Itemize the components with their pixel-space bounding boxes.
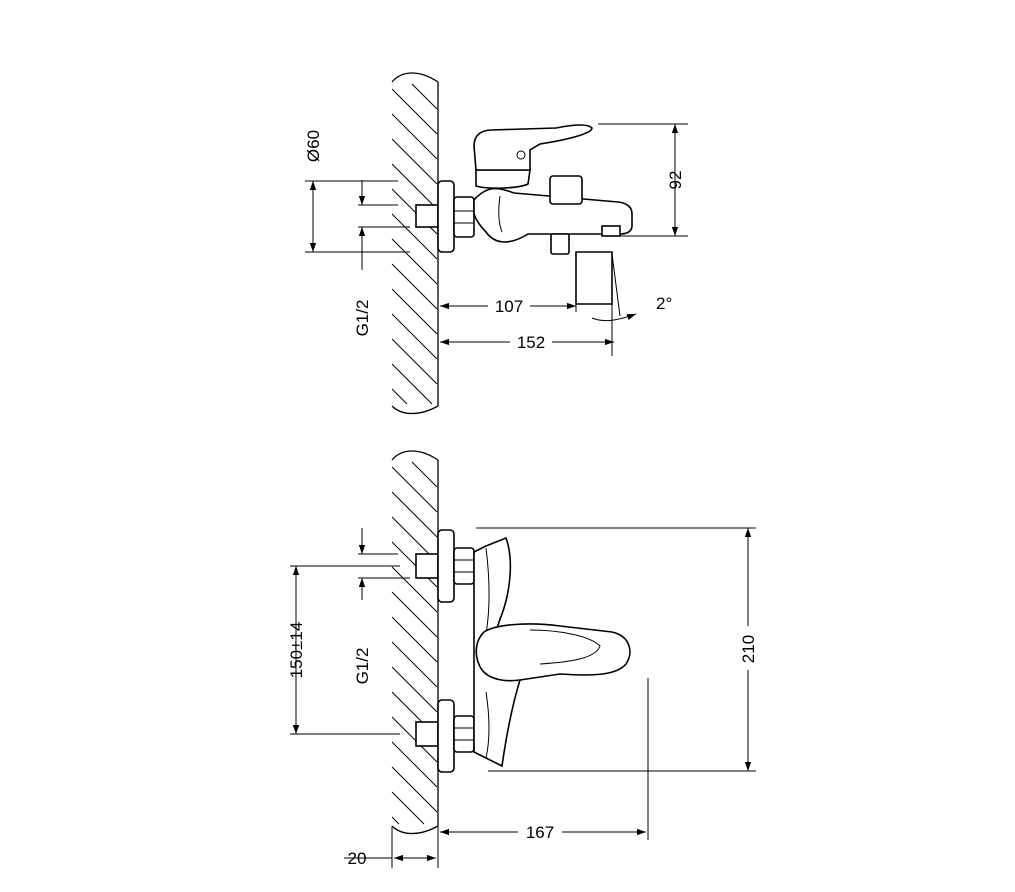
hatch-line	[391, 88, 438, 135]
hatch-line	[391, 313, 438, 360]
hatch-line	[391, 163, 438, 210]
dim-spout-angle: 2°	[656, 294, 672, 313]
hatch-line	[391, 466, 438, 513]
dim-spout-reach: 107	[495, 297, 523, 316]
hatch-line	[391, 288, 438, 335]
hatch-line	[391, 263, 438, 310]
connection-upper	[415, 529, 475, 603]
dim-eccentric-offset: 20	[348, 849, 367, 868]
wall-top	[391, 72, 439, 415]
hatch-line	[391, 666, 438, 713]
hatch-line	[391, 616, 438, 663]
mixer-body-side	[473, 536, 631, 768]
mixer-body-top	[473, 124, 633, 305]
wall-bottom	[391, 450, 439, 835]
hatch-line	[391, 213, 438, 260]
top-view: Ø60 G1/2 92 107 2° 152	[304, 72, 688, 415]
connection-top	[415, 180, 475, 253]
side-view: 150±14 G1/2 210 167 20	[287, 450, 760, 868]
dim-thread-bottom: G1/2	[353, 648, 372, 685]
hatch-line	[391, 541, 438, 588]
dimensions-side: 150±14 G1/2 210 167 20	[287, 527, 760, 868]
connection-lower	[415, 699, 475, 773]
wall-hatching-top	[391, 83, 438, 405]
hatch-line	[391, 113, 438, 160]
dim-overall-depth: 152	[517, 333, 545, 352]
dim-top-height: 92	[666, 171, 685, 190]
dimensions-top: Ø60 G1/2 92 107 2° 152	[304, 123, 688, 356]
hatch-line	[391, 388, 408, 405]
hatch-line	[391, 238, 438, 285]
dim-handle-depth: 167	[526, 823, 554, 842]
hatch-line	[391, 566, 438, 613]
dim-diameter: Ø60	[304, 130, 323, 162]
dim-overall-height: 210	[739, 635, 758, 663]
hatch-line	[391, 791, 425, 825]
hatch-line	[391, 491, 438, 538]
hatch-line	[391, 741, 438, 788]
hatch-line	[391, 138, 438, 185]
hatch-line	[391, 816, 400, 825]
hatch-line	[411, 83, 438, 110]
hatch-line	[391, 591, 438, 638]
wall-hatching-bottom	[391, 461, 438, 825]
hatch-line	[391, 338, 438, 385]
hatch-line	[391, 766, 438, 813]
dim-thread-top: G1/2	[353, 300, 372, 337]
hatch-line	[391, 641, 438, 688]
hatch-line	[391, 363, 433, 405]
dim-centers: 150±14	[287, 622, 306, 679]
hatch-line	[411, 461, 438, 488]
hatch-line	[391, 716, 438, 763]
